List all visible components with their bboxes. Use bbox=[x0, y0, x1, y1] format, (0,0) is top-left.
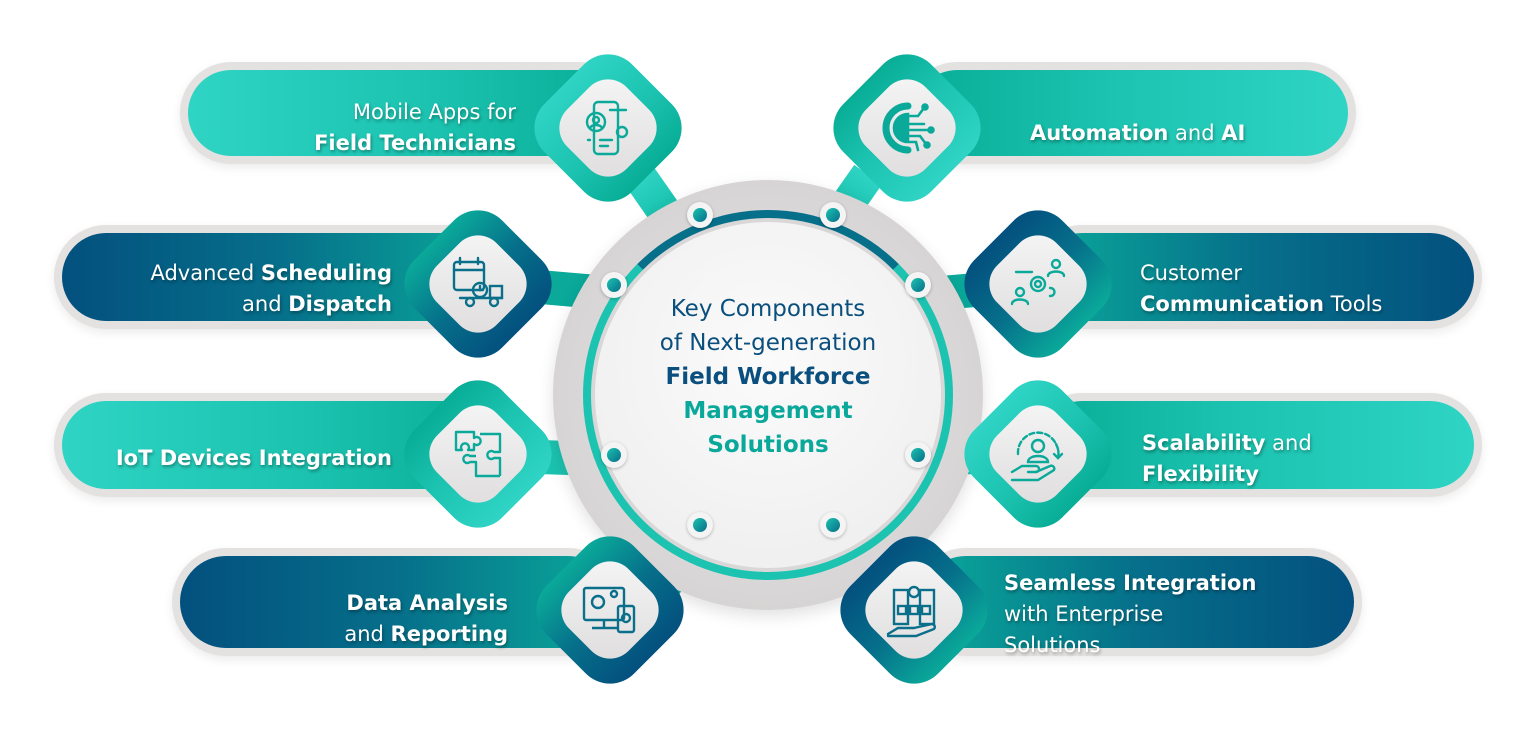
component-label: IoT Devices Integration bbox=[115, 446, 392, 470]
title-line-4: Management bbox=[683, 398, 853, 424]
center-circle bbox=[595, 222, 941, 568]
component-label: Customer Communication Tools bbox=[1140, 261, 1383, 316]
mobile-technician-icon bbox=[576, 96, 640, 160]
title-line-3: Field Workforce bbox=[665, 364, 871, 390]
component-scalability bbox=[1030, 393, 1482, 497]
connector-dot bbox=[601, 272, 627, 298]
component-seamless-integration bbox=[912, 548, 1362, 656]
component-customer-communication bbox=[1030, 225, 1482, 329]
calendar-truck-icon bbox=[446, 252, 510, 316]
connector-dot bbox=[905, 442, 931, 468]
puzzle-icon bbox=[446, 422, 510, 486]
ai-gear-circuit-icon bbox=[876, 96, 940, 160]
component-label: Automation and AI bbox=[1030, 121, 1246, 145]
hand-buildings-gear-icon bbox=[882, 578, 946, 642]
connector-dot bbox=[905, 272, 931, 298]
hand-user-cycle-icon bbox=[1006, 422, 1070, 486]
connector-dot bbox=[820, 202, 846, 228]
people-gear-icon bbox=[1006, 252, 1070, 316]
component-label: Mobile Apps for Field Technicians bbox=[314, 100, 516, 155]
connector-dot bbox=[601, 442, 627, 468]
component-label: Seamless Integration with Enterprise Sol… bbox=[1004, 571, 1257, 657]
component-automation bbox=[906, 62, 1356, 164]
component-label: Advanced Scheduling and Dispatch bbox=[150, 261, 392, 316]
component-data-analysis bbox=[172, 548, 622, 656]
center-circle-ring bbox=[583, 210, 953, 580]
monitor-gears-icon bbox=[578, 578, 642, 642]
diagram-title: Key Components of Next-generation Field … bbox=[595, 292, 941, 462]
connector-dot bbox=[820, 512, 846, 538]
title-line-2: of Next-generation bbox=[659, 330, 877, 356]
component-label: Scalability and Flexibility bbox=[1142, 431, 1312, 486]
title-line-1: Key Components bbox=[670, 296, 866, 322]
title-line-5: Solutions bbox=[707, 432, 829, 458]
connector-dot bbox=[687, 512, 713, 538]
connector-dot bbox=[687, 202, 713, 228]
component-label: Data Analysis and Reporting bbox=[344, 591, 508, 646]
